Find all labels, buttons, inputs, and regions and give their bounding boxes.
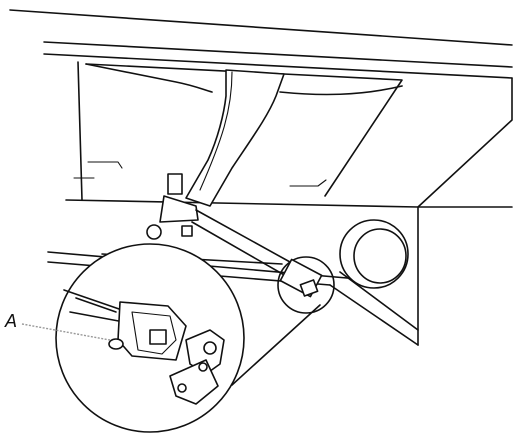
callout-label-a: A xyxy=(5,311,18,331)
housing-outline xyxy=(9,9,513,346)
round-knob xyxy=(339,219,409,289)
lever-tool xyxy=(146,69,291,277)
detail-magnifier xyxy=(55,243,245,433)
linkage-detail-circle xyxy=(277,256,335,314)
panel-opening xyxy=(73,61,403,201)
detail-screw xyxy=(108,338,124,350)
callout-leader-line xyxy=(21,323,111,341)
